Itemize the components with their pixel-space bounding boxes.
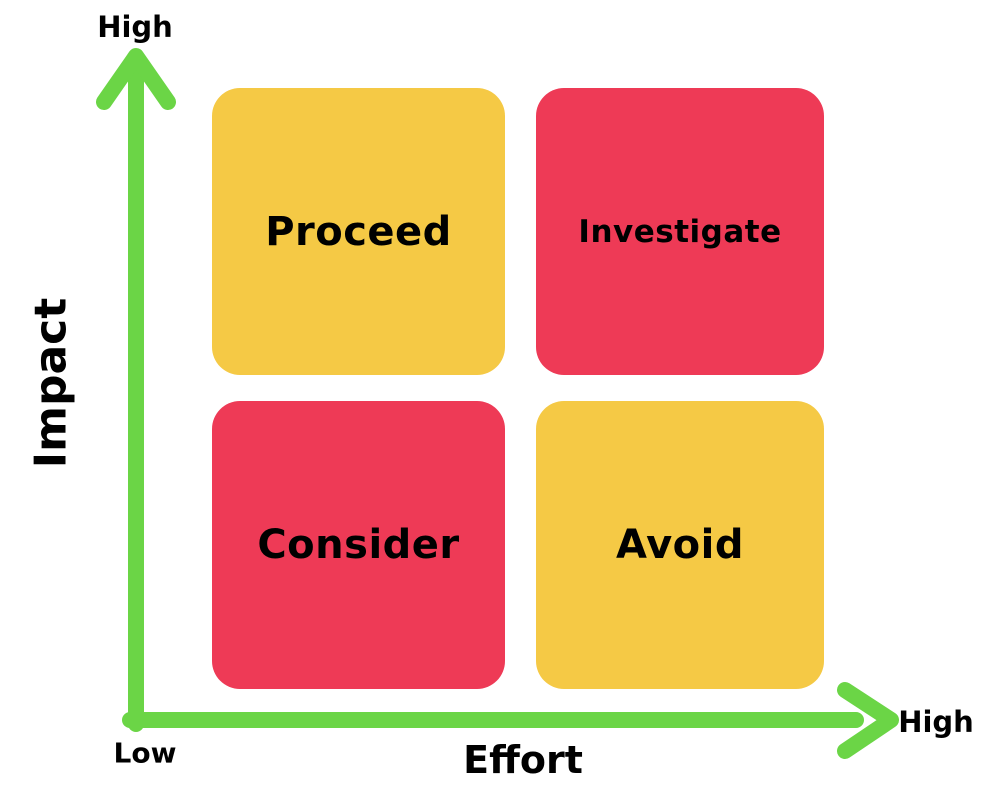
x-axis-high-label: High [898,705,974,739]
quadrant-investigate-label: Investigate [578,213,782,250]
x-axis-title: Effort [463,738,583,782]
quadrant-proceed-label: Proceed [265,208,452,255]
y-axis-high-label: High [97,10,173,44]
quadrant-consider: Consider [212,401,505,689]
y-axis-low-label: Low [113,736,177,770]
quadrant-avoid-label: Avoid [616,522,744,568]
y-axis-arrowhead-icon [96,48,176,110]
quadrant-avoid: Avoid [536,401,824,689]
y-axis-title: Impact [25,297,77,469]
quadrant-consider-label: Consider [257,522,460,568]
quadrant-proceed: Proceed [212,88,505,375]
quadrant-investigate: Investigate [536,88,824,375]
x-axis-arrowhead-icon [837,682,899,759]
